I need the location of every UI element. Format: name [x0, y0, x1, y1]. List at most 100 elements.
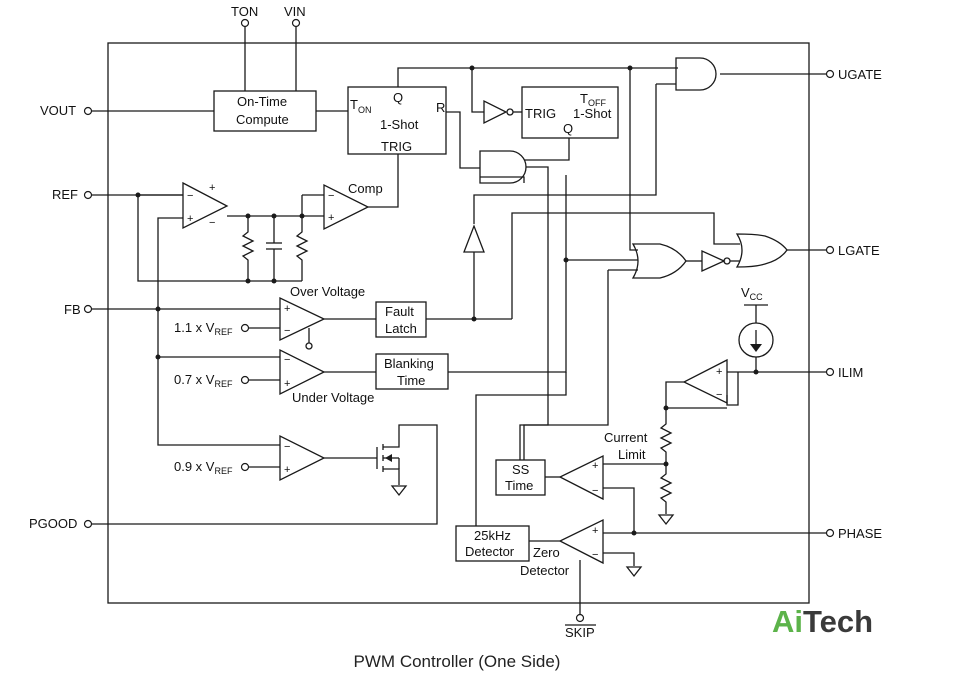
ton-pin-label: TON	[231, 4, 258, 19]
pwm-comparator: − + Comp	[323, 181, 383, 231]
phase-pin: PHASE	[603, 526, 882, 541]
svg-text:−: −	[187, 190, 193, 202]
on-time-compute-label-2: Compute	[236, 112, 289, 127]
vout-pin: VOUT	[40, 103, 214, 118]
skip-pin-label: SKIP	[565, 625, 595, 640]
lgate-output-or-gate	[735, 233, 788, 268]
off-time-and-gate	[479, 150, 527, 184]
vout-pin-label: VOUT	[40, 103, 76, 118]
ilim-ground-icon	[657, 514, 675, 526]
comp-label: Comp	[348, 181, 383, 196]
toff-one-shot-t: T	[580, 91, 588, 106]
pgood-pin-terminal	[83, 519, 93, 529]
vin-pin-label: VIN	[284, 4, 306, 19]
fault-latch-block: Fault Latch	[375, 301, 427, 338]
current-limit-comparator: + −	[558, 454, 604, 501]
svg-text:−: −	[328, 190, 334, 202]
svg-text:−: −	[284, 354, 290, 366]
svg-text:+: +	[284, 464, 290, 476]
pgood-ground-icon	[390, 485, 408, 497]
svg-text:−: −	[592, 485, 598, 497]
aitech-logo: AiTech	[772, 604, 874, 639]
ilim-pin-label: ILIM	[838, 365, 863, 380]
zero-detector-label-1: Zero	[533, 545, 560, 560]
blanking-time-label-1: Blanking	[384, 356, 434, 371]
pgood-comparator: − +	[279, 434, 326, 482]
ton-one-shot-q: Q	[393, 90, 403, 105]
phase-pin-label: PHASE	[838, 526, 882, 541]
vin-pin-terminal	[291, 18, 301, 28]
fault-buffer	[463, 224, 485, 253]
svg-text:+: +	[209, 182, 215, 194]
lgate-pin: LGATE	[787, 243, 880, 258]
svg-text:−: −	[284, 325, 290, 337]
svg-text:+: +	[328, 212, 334, 224]
lgate-or-gate	[631, 243, 687, 279]
ilim-buffer-amp: + −	[682, 358, 728, 405]
current-limit-resistor-bottom	[659, 464, 673, 514]
svg-text:−: −	[209, 217, 215, 229]
vin-pin: VIN	[284, 4, 306, 91]
svg-text:+: +	[592, 460, 598, 472]
toff-one-shot-name: 1-Shot	[573, 106, 612, 121]
blanking-time-block: Blanking Time	[375, 353, 449, 390]
detector-25khz-label-1: 25kHz	[474, 528, 511, 543]
toff-one-shot-t-sub: OFF	[588, 98, 606, 108]
toff-one-shot-trig: TRIG	[525, 106, 556, 121]
ref-pin-label: REF	[52, 187, 78, 202]
ton-one-shot-t: T	[350, 97, 358, 112]
ss-time-block: SS Time	[495, 459, 546, 496]
svg-text:+: +	[284, 303, 290, 315]
zero-ground-icon	[625, 566, 643, 578]
fb-pin-label: FB	[64, 302, 81, 317]
ic-outline	[107, 42, 810, 604]
pgood-pin: PGOOD	[29, 424, 438, 531]
svg-text:+: +	[284, 378, 290, 390]
fault-latch-label-1: Fault	[385, 304, 414, 319]
under-voltage-comparator: − + Under Voltage	[279, 348, 374, 405]
svg-text:−: −	[716, 389, 722, 401]
ton-one-shot-r: R	[436, 100, 445, 115]
fb-pin-terminal	[83, 304, 93, 314]
over-voltage-label: Over Voltage	[290, 284, 365, 299]
lgate-pin-terminal	[825, 245, 835, 255]
skip-pin-terminal	[575, 613, 585, 623]
ton-one-shot-block: T ON Q R 1-Shot TRIG	[347, 86, 447, 155]
ov-ref-label: 1.1 x VREF	[174, 320, 233, 337]
ton-one-shot-trig: TRIG	[381, 139, 412, 154]
ton-pin: TON	[231, 4, 258, 91]
blanking-time-label-2: Time	[397, 373, 425, 388]
fb-pin: FB	[64, 302, 280, 317]
ilim-pin: ILIM	[727, 365, 863, 380]
vcc-label: VCC	[741, 285, 763, 302]
lgate-pin-label: LGATE	[838, 243, 880, 258]
svg-text:−: −	[592, 549, 598, 561]
toff-one-shot-block: TRIG T OFF 1-Shot Q	[521, 86, 619, 139]
pg-ref-label: 0.9 x VREF	[174, 459, 233, 476]
toff-inverter	[483, 99, 514, 125]
ss-time-label-2: Time	[505, 478, 533, 493]
svg-text:+: +	[716, 366, 722, 378]
lgate-inverter	[701, 249, 731, 273]
ton-one-shot-t-sub: ON	[358, 105, 372, 115]
diagram-caption: PWM Controller (One Side)	[353, 652, 561, 671]
current-source-icon	[738, 322, 774, 358]
ilim-pin-terminal	[825, 367, 835, 377]
ugate-pin-label: UGATE	[838, 67, 882, 82]
skip-pin: SKIP	[565, 560, 596, 640]
current-limit-resistor-top	[659, 412, 673, 464]
detector-25khz-block: 25kHz Detector	[455, 525, 530, 562]
zero-detector-comparator: + − Zero Detector	[520, 518, 604, 578]
ton-one-shot-name: 1-Shot	[380, 117, 419, 132]
ss-time-label-1: SS	[512, 462, 530, 477]
svg-text:+: +	[187, 213, 193, 225]
svg-text:+: +	[592, 525, 598, 537]
phase-pin-terminal	[825, 528, 835, 538]
on-time-compute-label-1: On-Time	[237, 94, 287, 109]
uv-ref-label: 0.7 x VREF	[174, 372, 233, 389]
on-time-compute-block: On-Time Compute	[213, 90, 317, 132]
zero-detector-label-2: Detector	[520, 563, 570, 578]
current-limit-label-2: Limit	[618, 447, 646, 462]
detector-25khz-label-2: Detector	[465, 544, 515, 559]
